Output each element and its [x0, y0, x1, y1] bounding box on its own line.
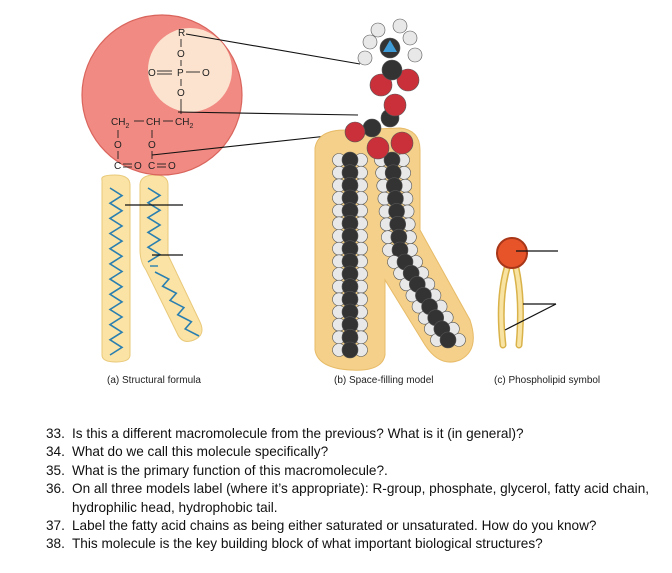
carbonyl-c-mid: C: [148, 161, 155, 172]
question-38: 38.This molecule is the key building blo…: [46, 536, 543, 552]
r-group-hydrogen-atom: [392, 18, 408, 34]
ester-o-mid: O: [148, 140, 156, 151]
nitrogen-marker: [383, 40, 397, 52]
phosphate-o-right: O: [202, 68, 210, 79]
r-group-carbon-atom: [381, 59, 403, 81]
caption-space-filling-model: (b) Space-filling model: [334, 375, 434, 386]
symbol-tail-left-inner: [499, 266, 509, 347]
fatty-acid-chain-right-upper: [146, 187, 162, 263]
question-36: 36.On all three models label (where it’s…: [46, 481, 650, 515]
label-line-r-group: [185, 33, 361, 65]
phosphate-o-top: O: [177, 49, 185, 60]
figure-canvas: R O O P O O CH2 CH CH2 O O C O C O: [81, 14, 558, 371]
structural-formula-panel: R O O P O O CH2 CH CH2 O O C O C O: [81, 14, 361, 363]
phosphate-oxygen-atom: [383, 93, 407, 117]
glycerol-ch2-left: CH2: [111, 117, 129, 130]
phospholipid-figure: R O O P O O CH2 CH CH2 O O C O C O: [81, 14, 558, 371]
question-35: 35.What is the primary function of this …: [46, 462, 388, 478]
ester-o-left: O: [114, 140, 122, 151]
r-group-hydrogen-atom: [407, 47, 423, 63]
space-filling-model-panel: [314, 18, 474, 371]
label-line-phosphate: [177, 111, 359, 116]
phosphate-o-left: O: [148, 68, 156, 79]
symbol-tail-right-inner: [514, 266, 523, 347]
caption-structural-formula: (a) Structural formula: [107, 375, 201, 386]
phosphate-p: P: [177, 68, 184, 79]
phospholipid-symbol-panel: [496, 237, 558, 349]
question-34: 34.What do we call this molecule specifi…: [46, 444, 329, 460]
r-group-hydrogen-atom: [362, 34, 378, 50]
phosphate-oxygen-atom: [369, 73, 393, 97]
question-33: 33.Is this a different macromolecule fro…: [46, 426, 524, 441]
ester-oxygen-atom: [366, 136, 390, 160]
caption-phospholipid-symbol: (c) Phospholipid symbol: [494, 375, 601, 386]
r-group-label: R: [178, 28, 185, 39]
tail-right-background: [139, 174, 203, 342]
carbonyl-oxygen-atom: [390, 131, 414, 155]
fatty-acid-chain-right-lower: [154, 271, 200, 337]
r-group-hydrogen-atom: [357, 50, 373, 66]
glycerol-carbon-atom: [362, 118, 382, 138]
glycerol-ch: CH: [146, 117, 160, 128]
carbonyl-o-left: O: [134, 161, 142, 172]
phosphate-oxygen-atom: [396, 68, 420, 92]
carbonyl-o-mid: O: [168, 161, 176, 172]
symbol-label-line-tail-a: [504, 303, 557, 331]
carbonyl-c-left: C: [114, 161, 121, 172]
question-list: 33.Is this a different macromolecule fro…: [46, 425, 666, 554]
right-chain-lower-carbon-atom: [439, 331, 457, 349]
ester-oxygen-atom: [344, 121, 366, 143]
head-inner-highlight: [148, 28, 232, 112]
fatty-acid-chain-left: [108, 187, 124, 356]
left-chain-carbon-atom: [341, 341, 359, 359]
question-37: 37.Label the fatty acid chains as being …: [46, 518, 597, 534]
r-group-hydrogen-atom: [370, 22, 386, 38]
space-filling-atoms: [332, 18, 466, 359]
r-group-hydrogen-atom: [402, 30, 418, 46]
glycerol-ch2-right: CH2: [175, 117, 193, 130]
phosphate-o-bottom: O: [177, 88, 185, 99]
symbol-head: [496, 237, 528, 269]
